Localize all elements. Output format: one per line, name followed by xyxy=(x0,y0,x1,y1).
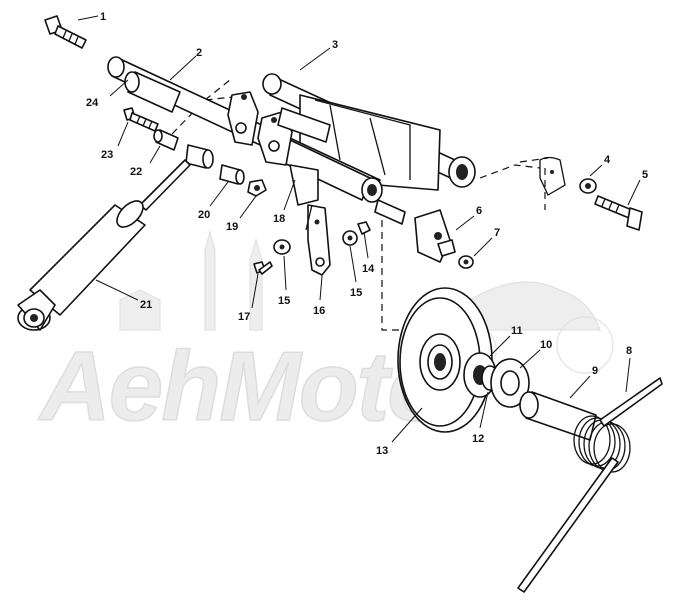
leader-lines xyxy=(77,15,641,443)
shock-absorber xyxy=(17,159,191,331)
watermark-text: AehMoto xyxy=(37,331,445,441)
callout-6: 6 xyxy=(476,205,482,217)
mounting-plates xyxy=(227,91,331,206)
callout-1: 1 xyxy=(100,11,106,23)
callout-8: 8 xyxy=(626,345,632,357)
callout-11: 11 xyxy=(511,325,523,337)
idler-wheel xyxy=(397,287,493,433)
bracket-strap xyxy=(305,204,331,276)
callout-24: 24 xyxy=(86,97,99,109)
side-bracket xyxy=(539,156,566,196)
nut-part-19 xyxy=(247,179,267,197)
callout-9: 9 xyxy=(592,365,598,377)
callout-20: 20 xyxy=(198,209,210,221)
callout-18: 18 xyxy=(273,213,285,225)
nut-part-14 xyxy=(357,221,371,235)
callout-21: 21 xyxy=(140,299,152,311)
callout-12: 12 xyxy=(472,433,484,445)
callout-22: 22 xyxy=(130,166,142,178)
bushing-part-20 xyxy=(185,144,245,185)
callout-15a: 15 xyxy=(278,295,290,307)
callout-19: 19 xyxy=(226,221,238,233)
callout-17: 17 xyxy=(238,311,250,323)
bolt-part-1 xyxy=(44,15,87,49)
callout-labels: 1 2 3 4 5 6 7 8 9 10 11 12 13 14 15 15 1… xyxy=(86,11,648,457)
callout-2: 2 xyxy=(196,47,202,59)
bolt-part-5 xyxy=(594,195,643,231)
washers-part-15 xyxy=(273,230,358,255)
spacer-part-22 xyxy=(153,129,179,151)
callout-13: 13 xyxy=(376,445,388,457)
axle-part-9 xyxy=(519,391,597,441)
callout-23: 23 xyxy=(101,149,113,161)
washer-part-4 xyxy=(579,178,597,194)
bolt-part-17 xyxy=(253,261,273,275)
callout-3: 3 xyxy=(332,39,338,51)
callout-4: 4 xyxy=(604,154,611,166)
washer-part-10 xyxy=(490,358,530,408)
rear-frame-assembly xyxy=(262,73,476,191)
bolt-part-23 xyxy=(123,107,159,132)
callout-15b: 15 xyxy=(350,287,362,299)
washer-part-7 xyxy=(458,255,474,269)
callout-5: 5 xyxy=(642,169,648,181)
callout-16: 16 xyxy=(313,305,325,317)
bracket-part-6 xyxy=(414,209,456,263)
callout-10: 10 xyxy=(540,339,552,351)
callout-7: 7 xyxy=(494,227,500,239)
callout-14: 14 xyxy=(362,263,375,275)
torsion-spring xyxy=(517,377,663,593)
